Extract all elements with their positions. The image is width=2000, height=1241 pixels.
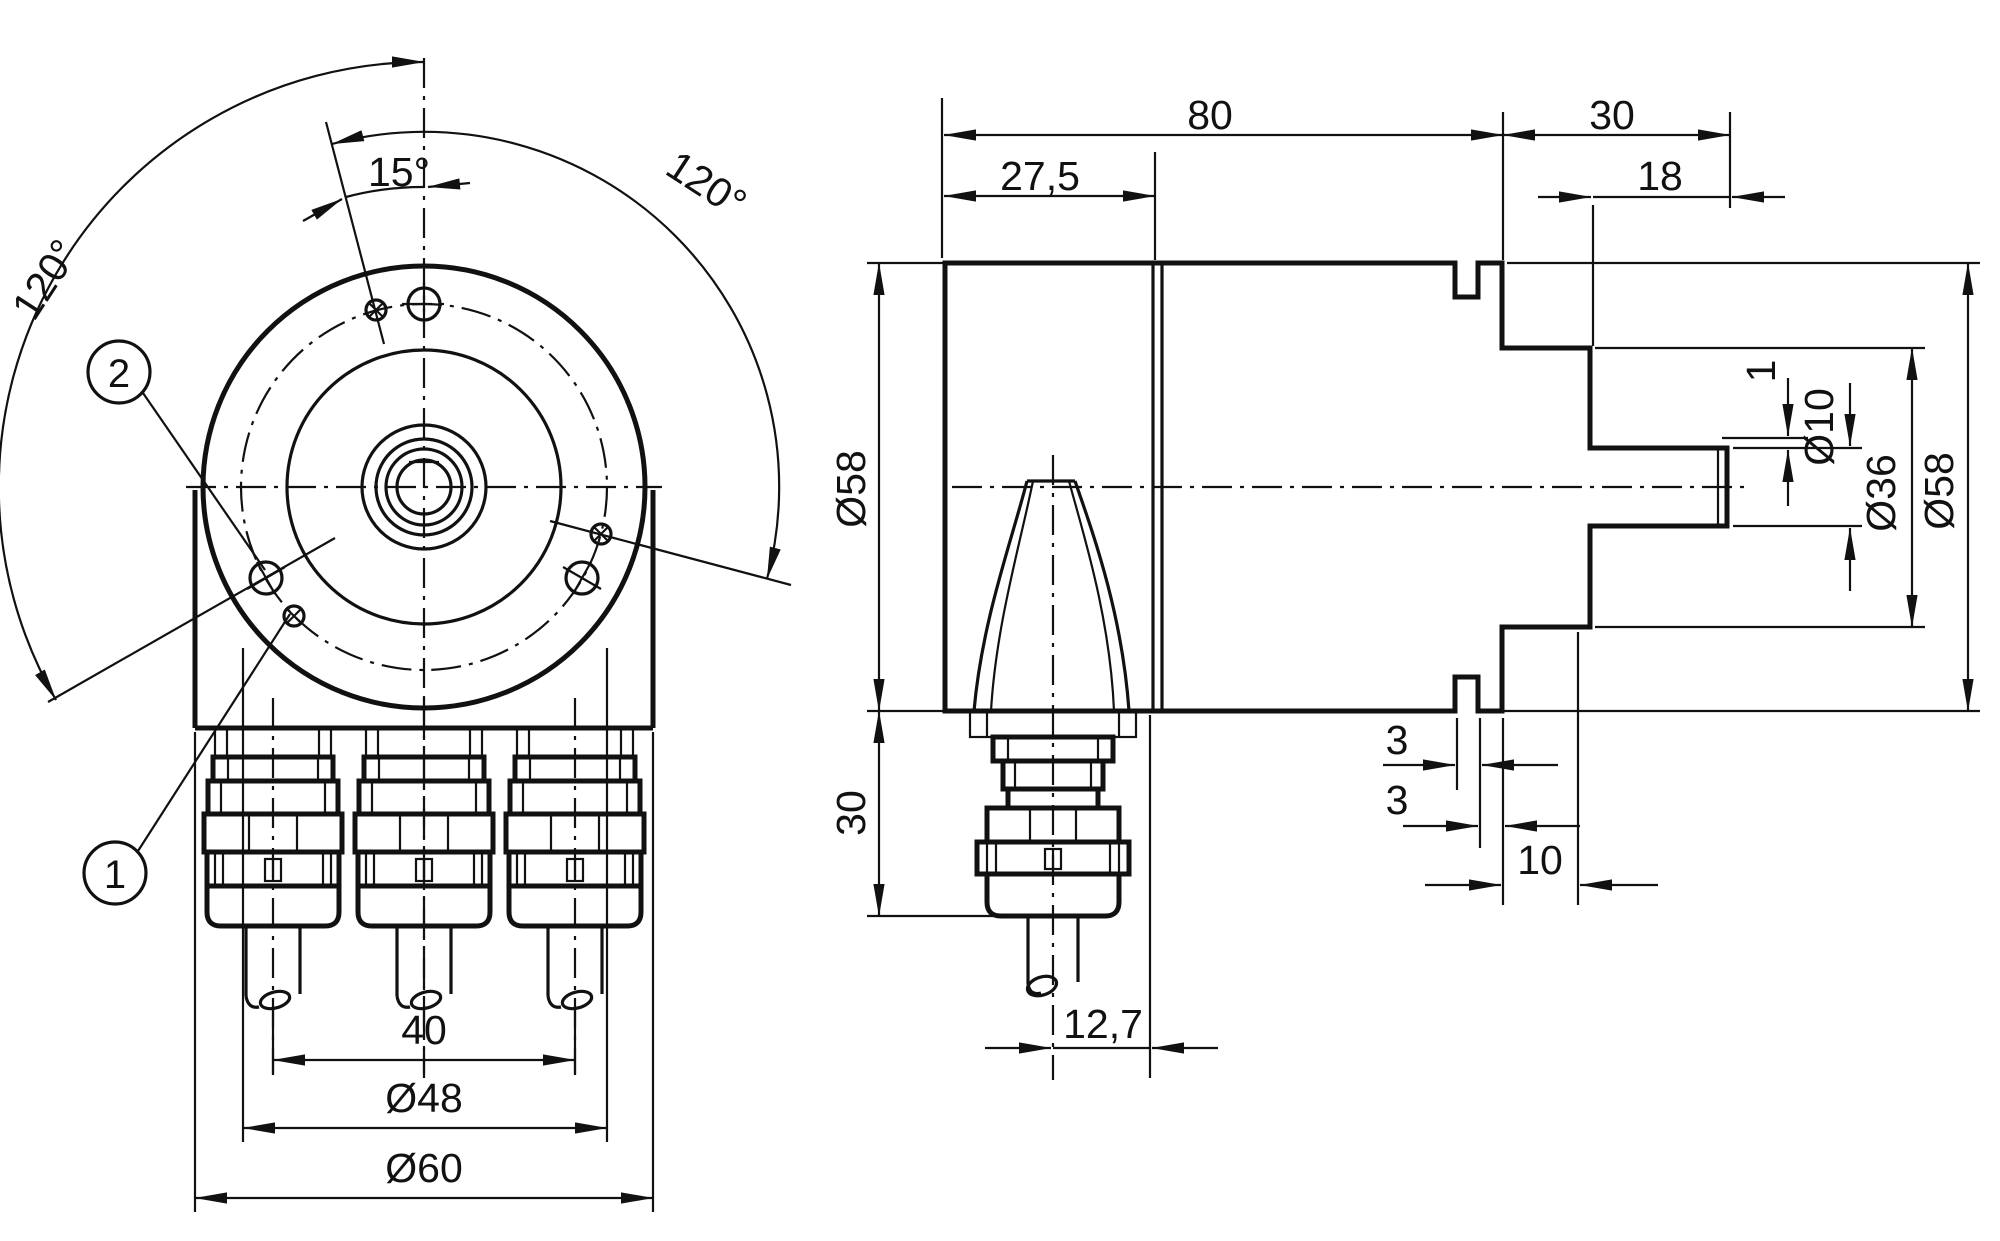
- dim-label-30-top: 30: [1589, 92, 1635, 138]
- dim-bolt-circle-48: Ø48: [241, 648, 609, 1142]
- dim-label-1: 1: [1738, 360, 1784, 383]
- mounting-hole-top: [402, 282, 446, 326]
- dim-angle-right: 120°: [331, 130, 781, 580]
- side-body-outline: [942, 260, 1730, 714]
- dim-body-dia-58-right: Ø58: [1916, 262, 1974, 712]
- dim-label-127: 12,7: [1063, 1001, 1143, 1047]
- dim-label-60: Ø60: [385, 1145, 463, 1191]
- dim-label-10: 10: [1517, 837, 1563, 883]
- dim-label-275: 27,5: [1000, 153, 1080, 199]
- dim-groove-3: 3: [1383, 717, 1558, 771]
- dim-spigot-length-10: 10: [1425, 837, 1658, 891]
- front-view: 15° 120° 120° 2 1: [0, 56, 792, 1212]
- callout-2-label: 2: [108, 352, 130, 396]
- dim-label-3a: 3: [1386, 717, 1409, 763]
- dim-gland-section-275: 27,5: [943, 153, 1156, 202]
- dim-label-30-left: 30: [828, 790, 874, 836]
- dim-outer-dia-60: Ø60: [193, 732, 655, 1212]
- dim-hole-spacing-40: 40: [271, 1007, 577, 1075]
- dim-shaft-30: 30: [1502, 92, 1731, 141]
- dim-total-80: 80: [943, 92, 1504, 141]
- mounting-hole-lower-right: [562, 560, 602, 596]
- dim-cable-offset-127: 12,7: [985, 1001, 1218, 1054]
- dim-shaft-usable-18: 18: [1538, 153, 1785, 203]
- dim-label-o10: Ø10: [1796, 388, 1842, 466]
- side-view: 80 27,5 30 18 Ø58 30 1: [828, 92, 1980, 1080]
- radial-line-lower-right: [549, 519, 792, 587]
- dim-label-58-left: Ø58: [828, 450, 874, 528]
- extension-lines: [867, 98, 1980, 1078]
- dim-angle-left: 120°: [0, 56, 425, 701]
- radial-line-lower-left: [47, 537, 336, 703]
- small-hole-left: [282, 604, 306, 628]
- dim-spigot-dia-36: Ø36: [1858, 347, 1918, 628]
- dim-label-40: 40: [401, 1007, 447, 1053]
- callout-1-label: 1: [104, 853, 126, 897]
- dim-label-o36: Ø36: [1858, 454, 1904, 532]
- cable-funnel: [972, 479, 1131, 712]
- dim-body-dia-58-left: Ø58: [828, 262, 885, 712]
- dim-land-3: 3: [1386, 777, 1580, 832]
- dim-angle-offset: 15°: [302, 149, 471, 222]
- dim-label-3b: 3: [1386, 777, 1409, 823]
- dim-label-120-right: 120°: [659, 142, 755, 227]
- dim-label-58-right: Ø58: [1916, 452, 1962, 530]
- dim-label-48: Ø48: [385, 1075, 463, 1121]
- dim-end-step-1: 1: [1738, 360, 1794, 506]
- dim-shaft-dia-10: Ø10: [1796, 383, 1856, 591]
- callout-2: 2: [86, 339, 266, 571]
- cable-gland-side: [968, 455, 1138, 1080]
- dim-label-18: 18: [1637, 153, 1683, 199]
- dim-gland-height-30: 30: [828, 710, 885, 917]
- dim-label-15deg: 15°: [368, 149, 430, 195]
- dim-label-80: 80: [1187, 92, 1233, 138]
- side-body-joint-lines: [1151, 263, 1164, 711]
